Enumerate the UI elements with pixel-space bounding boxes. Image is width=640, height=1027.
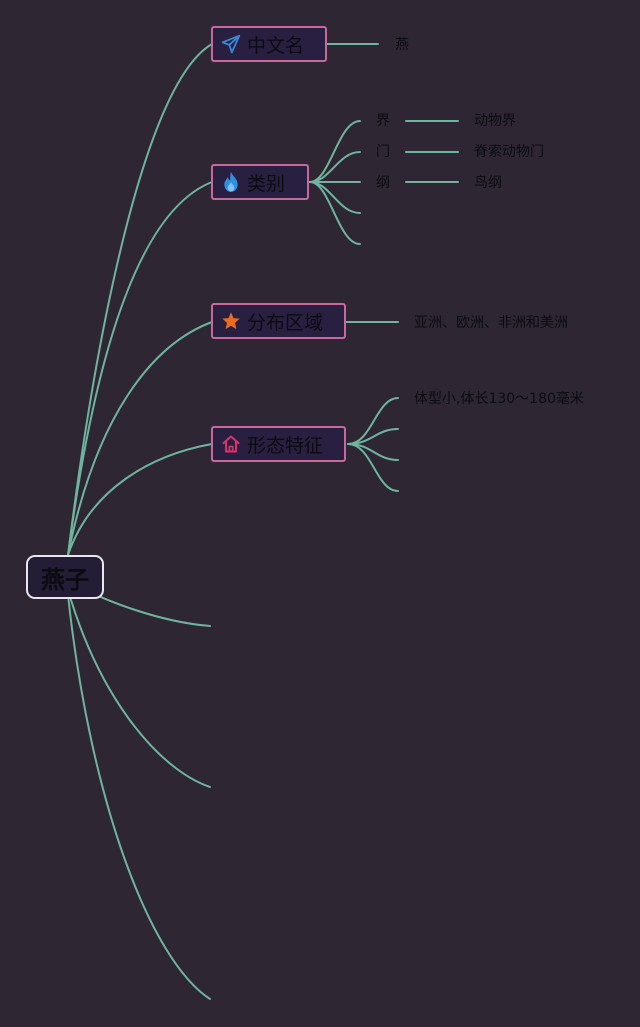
branch-chinese-name-label: 中文名 [247,34,305,57]
paper-plane-icon [221,34,241,54]
connector-root-chinese-name [67,43,213,556]
branch-distribution[interactable]: 分布区域 [211,303,346,339]
connector-morphology-empty-3 [347,443,399,492]
connector-category-phylum [309,151,361,183]
category-kingdom-value: 动物界 [474,113,516,129]
connector-root-morphology [67,443,213,556]
category-phylum-value: 脊索动物门 [474,144,544,160]
root-node[interactable]: 燕子 [26,555,104,599]
flame-icon [224,172,238,192]
branch-category-label: 类别 [247,172,286,195]
branch-morphology[interactable]: 形态特征 [211,426,346,462]
star-icon [222,312,240,330]
branch-category[interactable]: 类别 [211,164,309,200]
category-phylum-key: 门 [376,144,390,160]
connector-category-empty-2 [309,181,361,245]
connector-category-empty-1 [309,181,361,214]
connector-root-empty-2 [67,589,211,788]
home-icon [222,435,240,453]
root-label: 燕子 [41,565,89,594]
category-class-key: 纲 [376,175,390,191]
branch-chinese-name[interactable]: 中文名 [211,26,327,62]
branch-morphology-label: 形态特征 [247,434,324,457]
connector-root-empty-3 [67,594,211,1000]
distribution-value: 亚洲、欧洲、非洲和美洲 [414,315,568,331]
connector-root-category [67,181,213,556]
morphology-size-value: 体型小,体长130～180毫米 [414,391,584,407]
connector-root-distribution [67,321,213,556]
chinese-name-value: 燕 [395,37,409,53]
category-class-value: 鸟纲 [474,175,502,191]
branch-distribution-label: 分布区域 [247,311,324,334]
connector-category-kingdom [309,120,361,183]
category-kingdom-key: 界 [376,113,390,129]
